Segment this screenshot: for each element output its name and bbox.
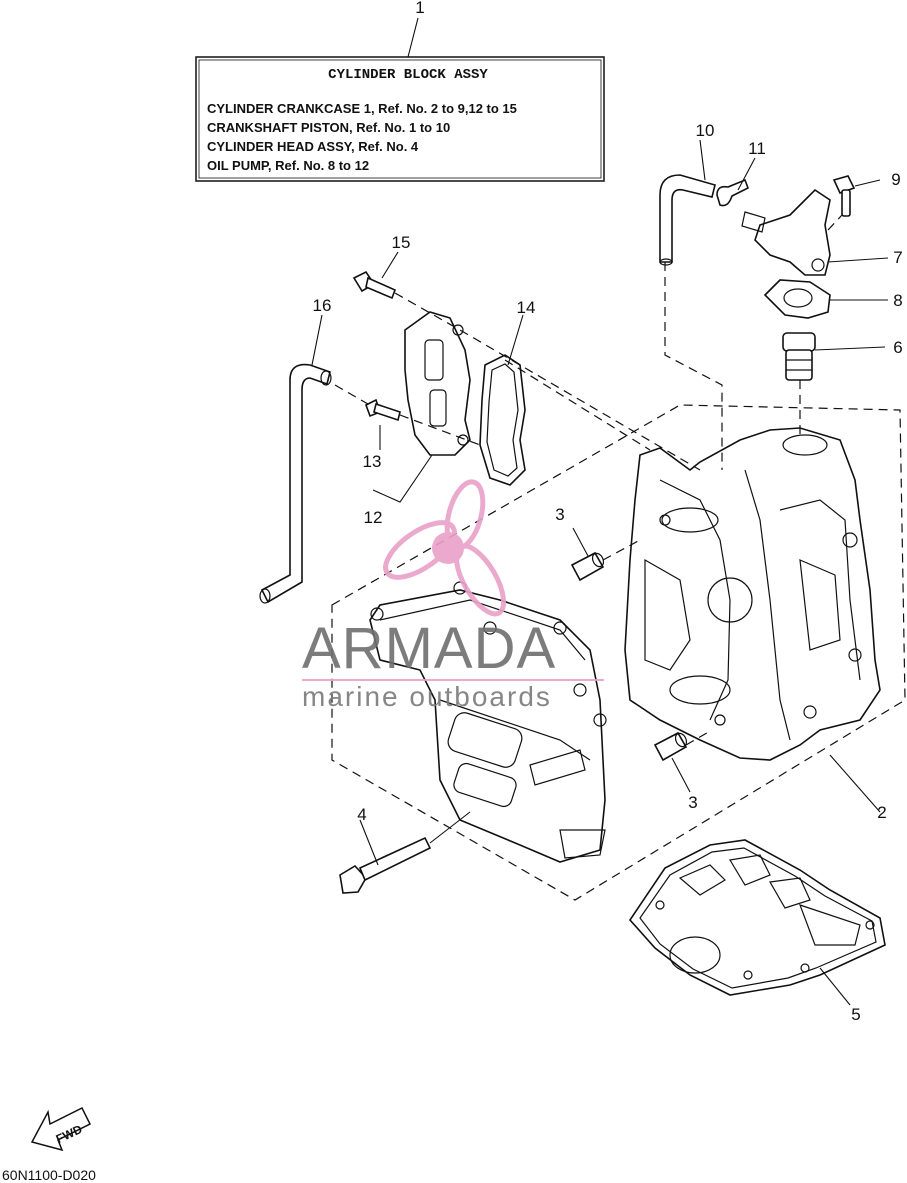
exhaust-cover [404,311,471,456]
info-box-line-1: CYLINDER CRANKCASE 1, Ref. No. 2 to 9,12… [207,101,517,116]
exhaust-cover-gasket [479,354,526,486]
assembly-outline [331,404,906,901]
info-box-line-3: CYLINDER HEAD ASSY, Ref. No. 4 [207,139,419,154]
dowel-pin-lower [653,731,688,762]
callout-10: 10 [696,121,715,140]
callout-4: 4 [357,805,366,824]
callout-16: 16 [313,296,332,315]
guide-lines [334,214,843,746]
cover-bolt [832,175,856,217]
callout-9: 9 [891,170,900,189]
cylinder-crankcase [624,427,881,761]
callout-7: 7 [893,248,902,267]
thermostat-cover [741,188,831,276]
callout-8: 8 [893,291,902,310]
info-box-title: CYLINDER BLOCK ASSY [328,67,488,83]
thermostat-gasket [763,279,831,319]
callout-11: 11 [748,139,766,158]
callout-labels: 1 2 3 3 4 5 6 7 8 9 10 11 12 13 14 15 16 [313,0,903,1024]
callout-5: 5 [851,1005,860,1024]
watermark: ARMADA marine outboards [302,479,604,712]
hose-left [259,363,332,604]
watermark-tagline: marine outboards [302,681,552,712]
callout-6: 6 [893,338,902,357]
callout-3-upper: 3 [555,505,564,524]
callout-15: 15 [392,233,411,252]
cylinder-head [369,581,607,863]
exhaust-cover-bolt [365,398,401,422]
callout-13: 13 [363,452,382,471]
head-gasket [628,839,886,996]
hose-upper [659,174,716,266]
watermark-brand: ARMADA [302,616,556,681]
cover-bolt-top [352,270,397,300]
propeller-logo-icon [383,479,507,617]
hose-clip-upper [716,178,750,207]
callout-14: 14 [517,298,536,317]
drawing-code: 60N1100-D020 [2,1167,96,1183]
leader-lines [311,139,889,1006]
info-box-line-4: OIL PUMP, Ref. No. 8 to 12 [207,158,369,173]
callout-3-lower: 3 [688,793,697,812]
info-box: CYLINDER BLOCK ASSY CYLINDER CRANKCASE 1… [195,17,605,182]
info-box-line-2: CRANKSHAFT PISTON, Ref. No. 1 to 10 [207,120,450,135]
callout-2: 2 [877,803,886,822]
dowel-pin-upper [570,551,605,582]
callout-12: 12 [364,508,383,527]
callout-1: 1 [415,0,424,17]
fwd-arrow-icon: FWD [30,1106,92,1152]
thermostat [782,332,816,381]
head-bolt [339,811,471,894]
